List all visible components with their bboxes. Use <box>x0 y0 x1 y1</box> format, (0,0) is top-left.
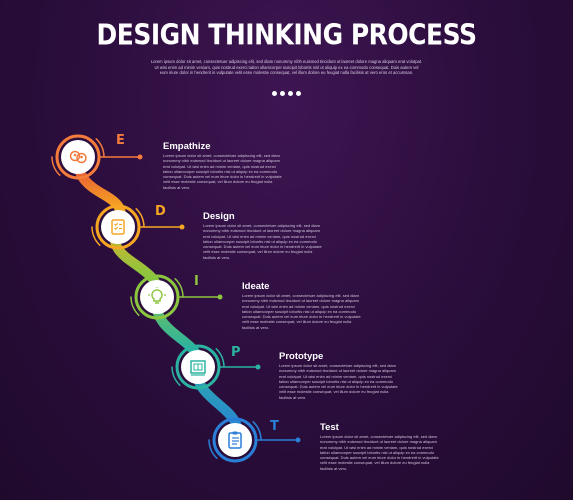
dot <box>272 91 277 96</box>
step-ring <box>212 417 258 463</box>
step-description: Lorem ipsum dolor sit amet, consectetuer… <box>279 363 398 400</box>
step-description: Lorem ipsum dolor sit amet, consectetuer… <box>320 434 439 471</box>
step-badge <box>101 210 135 244</box>
step-accent-arc <box>51 156 61 176</box>
step-letter: D <box>155 204 166 219</box>
step-ring <box>55 134 101 180</box>
page-title: DESIGN THINKING PROCESS <box>96 17 477 52</box>
dot <box>296 91 301 96</box>
blueprint-icon <box>190 360 206 376</box>
step-ring <box>95 204 141 250</box>
clipboard-icon <box>228 431 242 449</box>
step-letter: P <box>231 345 241 360</box>
step-heading: Design <box>203 211 235 222</box>
dot <box>288 91 293 96</box>
dot <box>280 91 285 96</box>
step-accent-arc <box>91 226 101 246</box>
checklist-icon <box>111 219 125 235</box>
step-heading: Empathize <box>163 141 211 152</box>
step-badge <box>61 140 95 174</box>
step-accent-arc <box>130 296 140 316</box>
step-description: Lorem ipsum dolor sit amet, consectetuer… <box>203 223 322 260</box>
step-connector-dot <box>137 154 143 160</box>
step-letter: T <box>270 419 279 434</box>
lightbulb-icon <box>148 287 166 304</box>
step-letter: I <box>194 274 199 289</box>
step-heading: Test <box>320 422 339 433</box>
step-ring <box>175 344 221 390</box>
step-badge <box>181 350 215 384</box>
step-description: Lorem ipsum dolor sit amet, consectetuer… <box>242 293 361 330</box>
step-connector-dot <box>217 294 223 300</box>
step-connector-dot <box>295 437 301 443</box>
step-badge <box>218 423 252 457</box>
step-connector-dot <box>255 364 261 370</box>
step-accent-arc <box>208 439 218 459</box>
intro-text: Lorem ipsum dolor sit amet, consectetuer… <box>150 59 423 76</box>
step-badge <box>140 280 174 314</box>
step-ring <box>134 274 180 320</box>
pagination-dots <box>272 91 302 97</box>
step-accent-arc <box>171 366 181 386</box>
step-description: Lorem ipsum dolor sit amet, consectetuer… <box>163 153 282 190</box>
step-connector-dot <box>179 224 185 230</box>
step-heading: Prototype <box>279 351 324 362</box>
step-letter: E <box>116 133 125 148</box>
step-heading: Ideate <box>242 281 270 292</box>
people-icon <box>69 150 87 164</box>
